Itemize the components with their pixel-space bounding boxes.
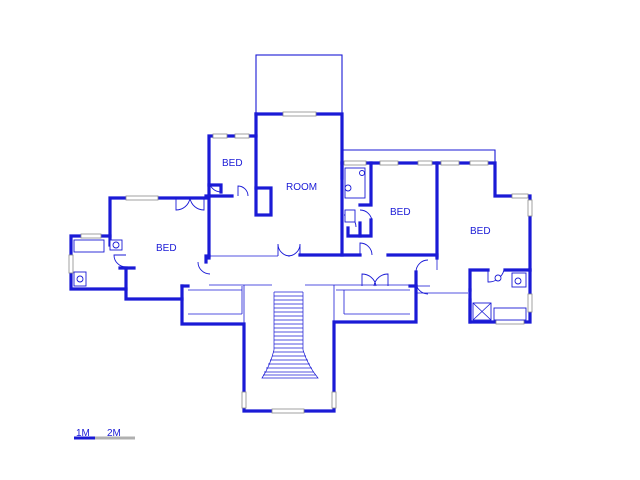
staircase (261, 291, 319, 379)
scale-label-1m: 1M (76, 428, 90, 439)
room-label-bed-center-right: BED (390, 207, 411, 218)
windows (68, 111, 533, 414)
room-label-bed-upper-left: BED (222, 158, 243, 169)
interior-lines (188, 255, 468, 324)
room-label-bed-left: BED (156, 243, 177, 254)
roofline-right (343, 149, 496, 163)
doors (113, 179, 505, 295)
bathroom-fixtures (73, 167, 527, 321)
room-label-room: ROOM (286, 182, 317, 193)
exterior-walls (69, 112, 532, 413)
scale-bar: 1M 2M (74, 428, 135, 440)
scale-label-2m: 2M (107, 428, 121, 439)
balcony (255, 54, 343, 115)
room-label-bed-right: BED (470, 226, 491, 237)
